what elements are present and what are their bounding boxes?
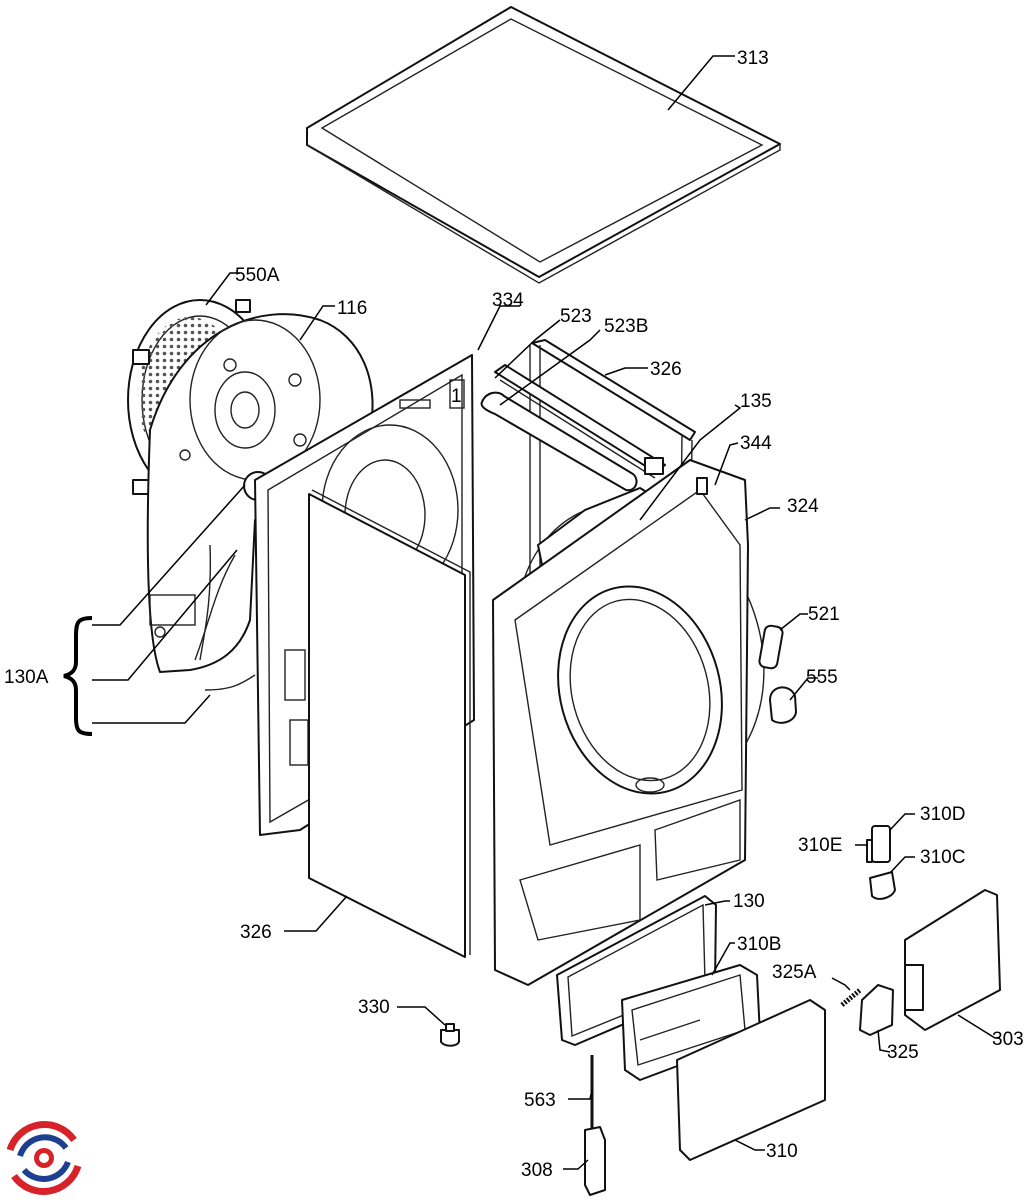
callout-130A: 130A xyxy=(4,667,49,688)
callout-325: 325 xyxy=(887,1042,919,1063)
callout-324: 324 xyxy=(787,496,819,517)
part-303-side-door[interactable] xyxy=(904,889,1001,1031)
callout-326-top: 326 xyxy=(650,359,682,380)
callout-330: 330 xyxy=(358,997,390,1018)
callout-130: 130 xyxy=(733,891,765,912)
part-310-drawer-front[interactable] xyxy=(676,999,826,1161)
part-521-window[interactable] xyxy=(758,624,784,670)
callout-550A: 550A xyxy=(235,265,280,286)
callout-523: 523 xyxy=(560,306,592,327)
part-326-side-panel[interactable] xyxy=(308,489,471,958)
panel-number-text: 1 xyxy=(451,386,462,407)
callout-310B: 310B xyxy=(737,934,781,955)
leader-lines xyxy=(92,55,1000,1170)
part-555-knob[interactable] xyxy=(769,686,797,724)
bracket-130A-brace xyxy=(63,616,93,736)
part-310D-clip[interactable] xyxy=(871,825,891,863)
callout-116: 116 xyxy=(337,298,367,319)
callout-555: 555 xyxy=(806,667,838,688)
callout-303: 303 xyxy=(992,1029,1024,1050)
callout-310: 310 xyxy=(766,1141,798,1162)
callout-310D: 310D xyxy=(920,804,965,825)
part-523-rail[interactable] xyxy=(494,364,666,479)
callout-308: 308 xyxy=(521,1160,553,1181)
callout-563: 563 xyxy=(524,1090,556,1111)
callout-325A: 325A xyxy=(772,962,817,983)
part-325A-spring[interactable] xyxy=(840,988,862,1007)
part-308-bracket[interactable] xyxy=(584,1126,606,1196)
part-523B-tube[interactable] xyxy=(480,391,638,492)
brand-logo xyxy=(6,1120,82,1196)
callout-523B: 523B xyxy=(604,316,648,337)
part-324-front-panel[interactable] xyxy=(492,459,749,986)
part-330-foot[interactable] xyxy=(440,1023,460,1047)
part-310C-button[interactable] xyxy=(869,871,896,900)
callout-313: 313 xyxy=(737,48,769,69)
callout-326-bottom: 326 xyxy=(240,922,272,943)
part-313-top-cover[interactable] xyxy=(306,6,781,284)
callout-334: 334 xyxy=(492,290,524,311)
callout-310C: 310C xyxy=(920,847,965,868)
callout-344: 344 xyxy=(740,433,772,454)
part-310E-pin[interactable] xyxy=(866,839,873,863)
callout-310E: 310E xyxy=(798,835,842,856)
part-325-latch[interactable] xyxy=(859,984,894,1036)
callout-135: 135 xyxy=(740,391,772,412)
callout-521: 521 xyxy=(808,604,840,625)
